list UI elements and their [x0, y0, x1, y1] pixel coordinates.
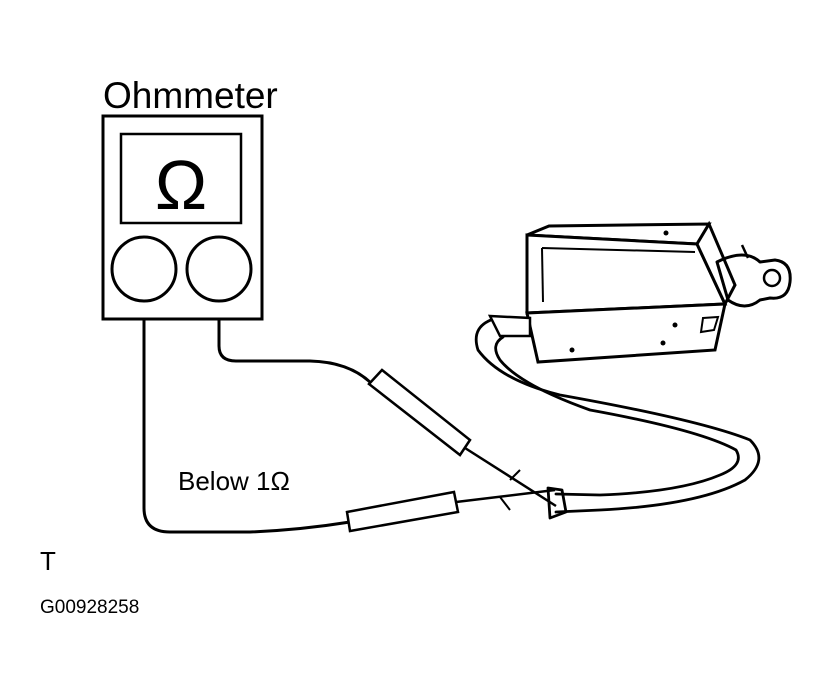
meter-terminal-right	[185, 235, 253, 303]
probe-upper	[367, 368, 557, 508]
reading-label: Below 1Ω	[178, 466, 290, 496]
lead-wire-left	[142, 317, 352, 534]
lead-wire-right	[217, 317, 374, 386]
ohmmeter: Ω	[101, 114, 264, 321]
meter-title: Ohmmeter	[103, 75, 278, 116]
probe-lower	[345, 488, 556, 533]
solenoid-actuator	[487, 220, 792, 364]
wire-harness	[474, 316, 761, 520]
meter-terminal-left	[110, 235, 178, 303]
figure-code: G00928258	[40, 597, 139, 618]
ohm-symbol: Ω	[155, 146, 207, 224]
ohmmeter-display	[119, 132, 243, 225]
corner-letter: T	[40, 546, 56, 576]
